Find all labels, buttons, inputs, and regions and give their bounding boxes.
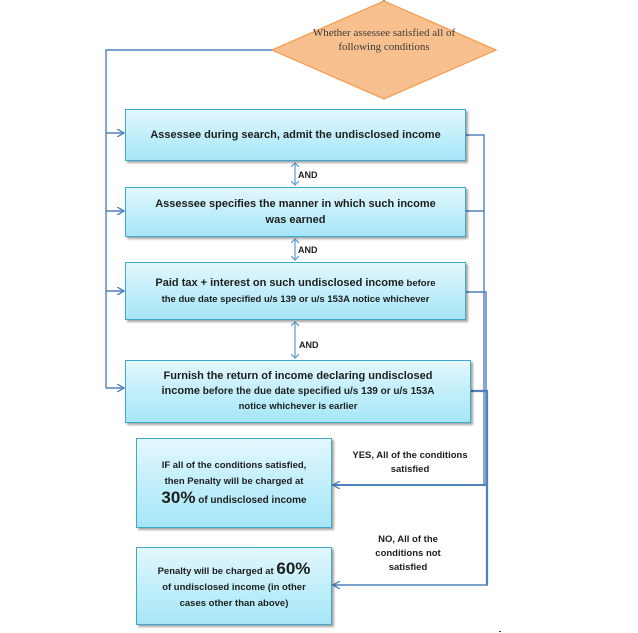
and-label-3: AND xyxy=(299,340,319,350)
and-label-2: AND xyxy=(298,245,318,255)
condition-4-text-line3: notice whichever is earlier xyxy=(238,401,358,412)
condition-box-3: Paid tax + interest on such undisclosed … xyxy=(125,262,466,320)
outcome-yes-line3: of undisclosed income xyxy=(195,494,307,506)
stray-dot xyxy=(499,631,501,632)
condition-3-text-main: Paid tax + interest on such undisclosed … xyxy=(155,276,404,289)
condition-box-1: Assessee during search, admit the undisc… xyxy=(125,109,466,161)
outcome-no-box: Penalty will be charged at 60% of undisc… xyxy=(136,547,332,625)
outcome-yes-rate: 30% xyxy=(161,487,196,507)
condition-4-text-main: Furnish the return of income declaring u… xyxy=(163,370,433,382)
condition-2-text: Assessee specifies the manner in which s… xyxy=(155,198,436,226)
right-line-condition-1 xyxy=(466,134,485,485)
yes-branch-label: YES, All of the conditions satisfied xyxy=(352,450,468,475)
condition-box-2: Assessee specifies the manner in which s… xyxy=(125,187,466,237)
condition-4-text-line2-small: before the due date specified u/s 139 or… xyxy=(199,386,435,397)
condition-1-text: Assessee during search, admit the undisc… xyxy=(150,129,441,141)
decision-text: Whether assessee satisfied all of follow… xyxy=(312,27,456,53)
outcome-no-line1: Penalty will be charged at xyxy=(157,565,277,577)
outcome-yes-line1: IF all of the conditions satisfied, xyxy=(161,459,307,471)
condition-3-text-line2: the due date specified u/s 139 or u/s 15… xyxy=(161,293,430,305)
outcome-no-line3: cases other than above) xyxy=(179,597,289,609)
outcome-no-rate: 60% xyxy=(276,558,311,578)
condition-3-text-small: before xyxy=(403,277,436,289)
right-line-condition-4 xyxy=(471,389,489,585)
no-branch-label: NO, All of the conditions not satisfied xyxy=(375,534,441,573)
condition-box-4: Furnish the return of income declaring u… xyxy=(125,360,471,423)
outcome-yes-box: IF all of the conditions satisfied, then… xyxy=(136,438,332,528)
outcome-yes-line2: then Penalty will be charged at xyxy=(164,475,304,487)
and-label-1: AND xyxy=(298,170,318,180)
condition-4-text-line2-main: income xyxy=(161,385,200,397)
outcome-no-line2: of undisclosed income (in other xyxy=(162,581,306,593)
decision-diamond xyxy=(270,0,498,100)
left-branch-line xyxy=(105,49,272,388)
